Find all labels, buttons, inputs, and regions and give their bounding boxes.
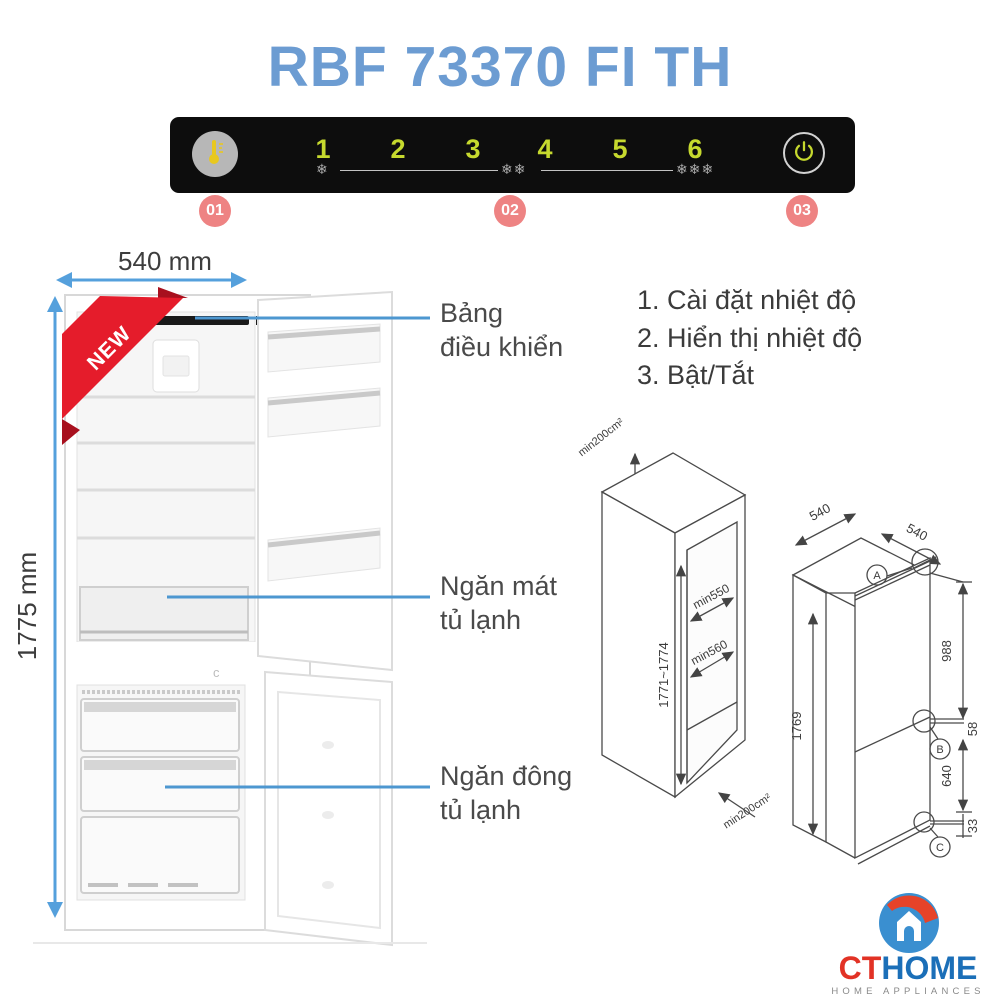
level-4: 4 [537, 134, 553, 164]
step-badge-2: 02 [494, 195, 526, 227]
level-3: 3 [465, 134, 481, 164]
unit-dimensions-drawing: 540 540 A 988 58 B 640 C 33 1769 [789, 500, 980, 865]
unit-hinge-b-label: B [936, 744, 943, 756]
callout-cooler: Ngăn mát tủ lạnh [440, 571, 558, 635]
step-badge-1: 01 [199, 195, 231, 227]
temperature-set-button [192, 131, 238, 177]
divider-c-mark: c [213, 665, 220, 680]
cthome-logo-icon [879, 893, 939, 953]
unit-width-right-label: 540 [904, 520, 930, 543]
cthome-logo-subtitle: HOME APPLIANCES [831, 986, 985, 997]
fridge-illustration: 540 mm 1775 mm c [12, 246, 430, 947]
height-dimension-label: 1775 mm [12, 552, 42, 660]
power-icon [790, 137, 818, 170]
step-badge-3: 03 [786, 195, 818, 227]
scale-line [340, 170, 498, 171]
freezer-door-open [264, 670, 393, 947]
legend-item-1: 1. Cài đặt nhiệt độ [637, 285, 857, 315]
level-6: 6 [687, 134, 703, 164]
unit-width-left-label: 540 [807, 500, 833, 523]
legend-item-3: 3. Bật/Tắt [637, 360, 755, 391]
level-2: 2 [390, 134, 406, 164]
freezer-drawers [80, 698, 240, 894]
niche-installation-drawing: min200cm² min550 min560 1771~1774 min200… [576, 416, 774, 831]
unit-dim-33-label: 33 [965, 819, 980, 833]
logo-home-text: HOME [881, 950, 978, 986]
page-title: RBF 73370 FI TH [267, 35, 733, 99]
callout-freezer: Ngăn đông tủ lạnh [440, 761, 573, 825]
niche-height-label: 1771~1774 [656, 642, 671, 707]
width-dimension-label: 540 mm [118, 246, 212, 276]
level-5: 5 [612, 134, 628, 164]
legend-list: 1. Cài đặt nhiệt độ 2. Hiển thị nhiệt độ… [637, 283, 862, 396]
unit-hinge-c-label: C [936, 842, 944, 854]
logo-ct-text: CT [838, 950, 882, 986]
snowflake-triple-icon: ❄❄❄ [676, 161, 715, 177]
unit-dim-58-label: 58 [965, 722, 980, 736]
callout-control-panel: Bảng điều khiển [440, 298, 564, 362]
control-panel: 1 2 3 4 5 6 ❄ ❄❄ ❄❄❄ [170, 117, 855, 193]
niche-bottom-vent-label: min200cm² [721, 791, 773, 831]
snowflake-double-icon: ❄❄ [501, 161, 527, 177]
unit-height-label: 1769 [789, 712, 804, 741]
power-button [783, 132, 825, 174]
unit-hinge-a-label: A [873, 570, 881, 582]
fridge-door-open [257, 290, 393, 672]
level-1: 1 [315, 134, 331, 164]
unit-dim-988-label: 988 [939, 640, 954, 662]
legend-item-2: 2. Hiển thị nhiệt độ [637, 322, 863, 353]
unit-dim-640-label: 640 [939, 765, 954, 787]
niche-top-vent-label: min200cm² [576, 416, 627, 459]
scale-line [541, 170, 673, 171]
cthome-logo-wordmark: CTHOME [812, 950, 1000, 987]
snowflake-single-icon: ❄ [316, 161, 329, 177]
thermometer-icon [200, 137, 230, 172]
